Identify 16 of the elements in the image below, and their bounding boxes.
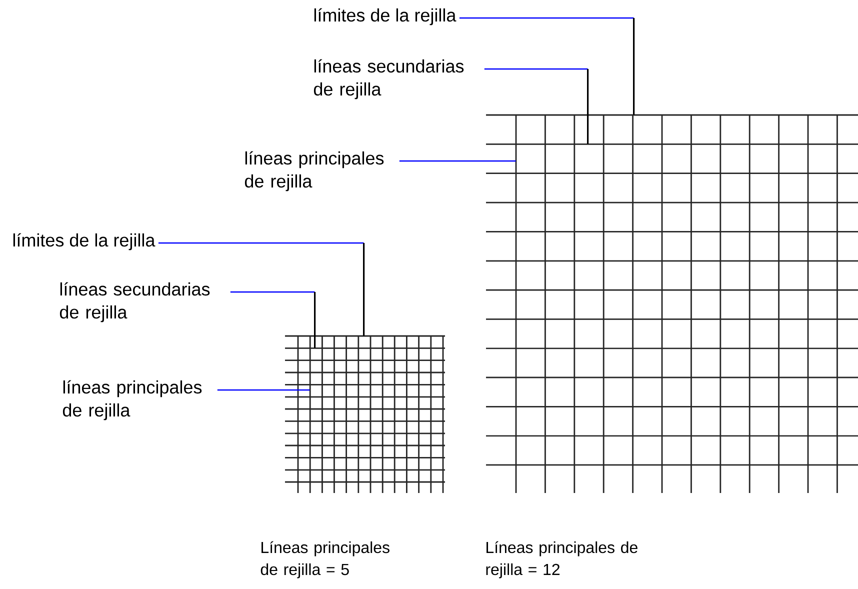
callout-label: límites de la rejilla <box>314 8 456 26</box>
callout-label: líneas secundarias de rejilla <box>314 59 464 100</box>
leader-line <box>230 291 316 348</box>
grid-drawing <box>486 114 858 493</box>
callout-label: límites de la rejilla <box>13 233 156 250</box>
leader-line <box>217 389 310 391</box>
callout-label: líneas secundarias de rejilla <box>60 282 210 322</box>
leader-line <box>158 242 365 336</box>
grid-caption: Líneas principales de rejilla = 5 <box>260 541 390 578</box>
leader-line <box>484 68 589 144</box>
callout-label: líneas principales de rejilla <box>62 380 202 420</box>
leader-line <box>399 160 516 162</box>
callout-label: líneas principales de rejilla <box>244 151 384 192</box>
grid-caption: Líneas principales de rejilla = 12 <box>486 541 638 578</box>
grid-drawing <box>285 335 445 493</box>
leader-line <box>459 17 635 115</box>
